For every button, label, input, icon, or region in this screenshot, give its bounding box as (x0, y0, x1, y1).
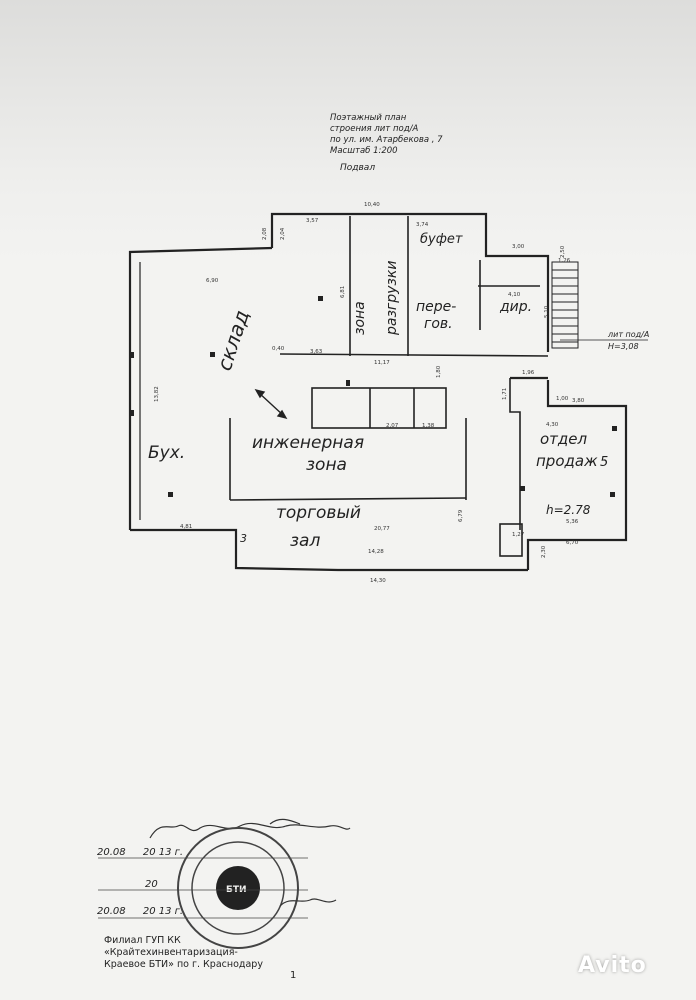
stamp-year-3: 20 13 (142, 906, 172, 917)
dim-label: 5,36 (566, 519, 579, 525)
stamp-year-2: 20 (145, 879, 158, 890)
stamp-lines (98, 857, 308, 919)
title-line-1: Поэтажный план (330, 113, 407, 123)
dim-label: 20,77 (374, 526, 390, 532)
footer-line-3: Краевое БТИ» по г. Краснодару (104, 959, 263, 970)
outer-walls (128, 212, 628, 572)
page-number: 1 (290, 970, 297, 981)
room-inzh-1: инженерная (252, 433, 364, 453)
dim-label: 2,50 (560, 245, 566, 258)
dim-label: 2,30 (541, 545, 547, 558)
room-dir: дир. (499, 299, 532, 315)
footer-line-2: «Крайтехинвентаризация- (104, 947, 238, 958)
dim-label: 4,81 (180, 524, 192, 530)
dim-label: 1,96 (522, 370, 535, 376)
round-seal: БТИ (177, 827, 299, 949)
signature-image-2 (279, 898, 337, 907)
floor-label: Подвал (340, 163, 376, 173)
dim-label: 11,17 (374, 360, 390, 366)
watermark: Avito (578, 953, 647, 978)
signature-image (149, 818, 351, 839)
columns (130, 296, 617, 497)
dim-label: 6,81 (340, 286, 346, 298)
stairs (551, 261, 579, 349)
plan-title: Поэтажный план строения лит под/А по ул.… (330, 113, 480, 157)
room-peregov-1: пере- (416, 299, 456, 315)
room-zona-razgruzki-2: разгрузки (384, 261, 400, 336)
dim-label: 14,28 (368, 549, 384, 555)
dim-label: 4,10 (508, 292, 521, 298)
dim-label: 3,80 (572, 398, 585, 404)
stamp-suffix-1: г. (174, 847, 184, 858)
dim-label: 2,08 (262, 227, 268, 240)
room-bufet: буфет (420, 232, 463, 247)
dim-label: 5,10 (544, 305, 550, 318)
dim-label: 3,74 (416, 222, 429, 228)
room-number-3: 3 (240, 532, 247, 545)
room-peregov-2: гов. (424, 316, 453, 332)
dim-label: 3,00 (512, 244, 525, 250)
dim-label: 10,40 (364, 202, 380, 208)
room-torg-2: зал (290, 531, 320, 551)
title-line-2: строения лит под/А (330, 124, 419, 134)
dim-label: 2,04 (280, 227, 286, 240)
dim-label: 3,57 (306, 218, 319, 224)
inner-walls (229, 216, 549, 557)
dim-label: 3,63 (310, 349, 323, 355)
stamp-year-1: 20 13 (142, 847, 172, 858)
dim-label: 4,30 (546, 422, 559, 428)
room-sklad: склад (212, 307, 254, 373)
dim-label: 13,82 (154, 386, 160, 402)
dim-label: 1,80 (436, 365, 442, 378)
dim-label: 6,79 (458, 509, 464, 522)
dim-label: 1,00 (556, 396, 569, 402)
dim-label: 2,07 (386, 423, 399, 429)
stamp-date-1: 20.08 (97, 847, 126, 858)
dim-label: 0,40 (272, 346, 285, 352)
footer-org: Филиал ГУП КК «Крайтехинвентаризация- Кр… (104, 935, 263, 971)
dim-label: 1,71 (502, 388, 508, 400)
title-line-4: Масштаб 1:200 (330, 146, 398, 156)
arrow-icon (254, 388, 288, 420)
footer-line-1: Филиал ГУП КК (104, 935, 181, 946)
stamp-date-3: 20.08 (97, 906, 126, 917)
room-otdel-1: отдел (540, 430, 588, 448)
room-otdel-2: продаж (536, 452, 598, 470)
stamp-suffix-3: г. (174, 906, 184, 917)
dim-label: 6,90 (206, 278, 219, 284)
room-number-5: 5 (600, 455, 608, 470)
lit-label-line2: Н=3,08 (608, 342, 639, 351)
stamp-row-2: 20 (145, 879, 158, 890)
dim-label: 1,26 (558, 258, 571, 264)
room-inzh-2: зона (306, 455, 347, 475)
stamp-row-3: 20.08 20 13 г. (97, 906, 183, 917)
dim-label: 6,70 (566, 540, 579, 546)
lit-label-line1: лит под/А (607, 330, 649, 339)
dim-label: 1,27 (512, 532, 525, 538)
room-buh: Бух. (148, 443, 185, 463)
stamp-row-1: 20.08 20 13 г. (97, 847, 183, 858)
room-height: h=2.78 (546, 503, 591, 517)
title-line-3: по ул. им. Атарбекова , 7 (330, 135, 443, 145)
room-torg-1: торговый (276, 503, 361, 523)
dim-label: 1,38 (422, 423, 435, 429)
room-zona-razgruzki-1: зона (352, 301, 368, 335)
dim-label: 14,30 (370, 578, 386, 584)
